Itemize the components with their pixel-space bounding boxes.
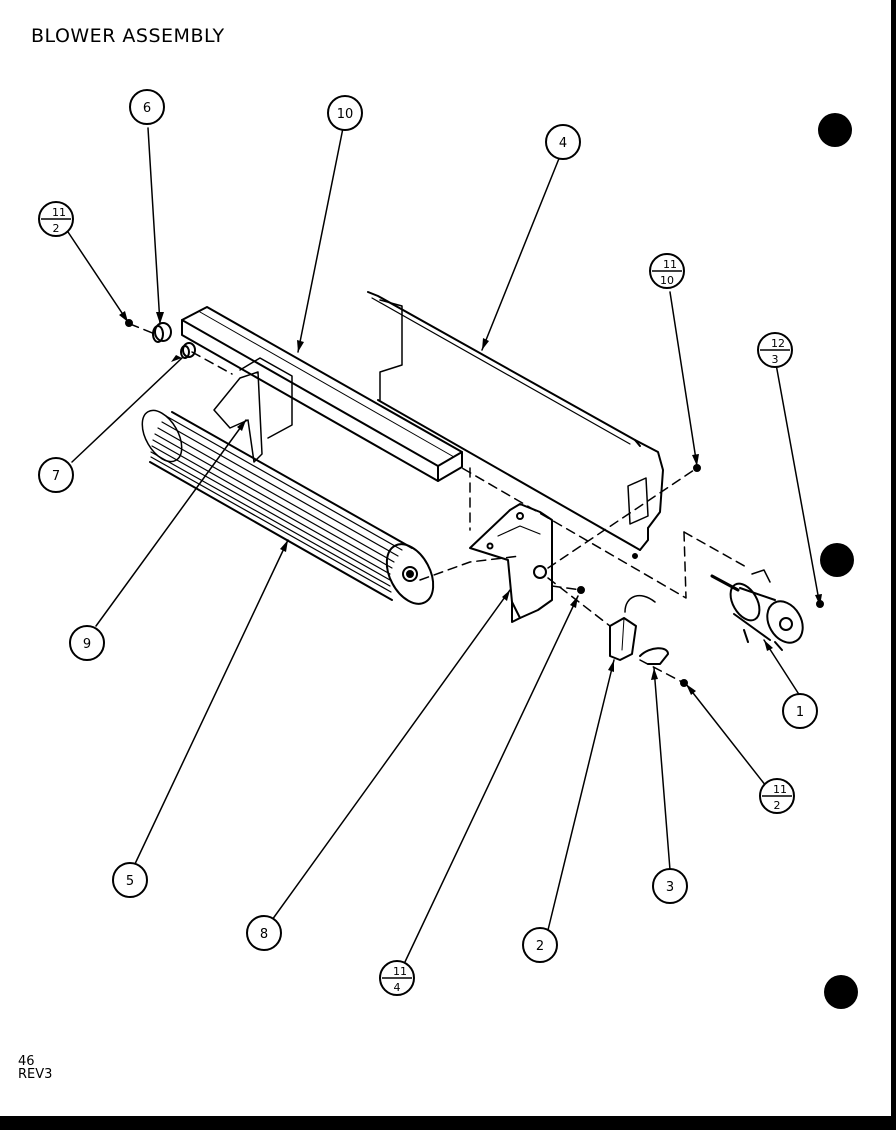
wheel-side-bracket	[213, 371, 263, 463]
callout-5: 5	[112, 862, 148, 898]
punch-hole-top	[818, 113, 852, 147]
callout-6: 6	[129, 89, 165, 125]
punch-hole-bottom	[824, 975, 858, 1009]
leader-lines	[67, 127, 821, 965]
split-bottom-number: 2	[774, 799, 781, 812]
split-bottom-number: 4	[394, 981, 401, 994]
callout-2: 2	[522, 927, 558, 963]
capacitor	[609, 594, 656, 661]
split-callout: 114	[379, 960, 415, 996]
callout-number: 6	[143, 101, 151, 116]
capacitor-strap	[639, 647, 669, 665]
callout-number: 5	[126, 874, 134, 889]
callout-number: 4	[559, 136, 567, 151]
callout-number: 9	[83, 637, 91, 652]
alignment-lines	[129, 323, 749, 684]
split-bottom-number: 3	[772, 353, 779, 366]
callout-circle	[246, 915, 282, 951]
split-top-number: 12	[771, 337, 785, 350]
split-top-number: 11	[393, 965, 407, 978]
callout-circle	[112, 862, 148, 898]
callout-circle	[545, 124, 581, 160]
callout-circle	[327, 95, 363, 131]
scan-edge-right	[891, 0, 896, 1130]
leader-arrowheads	[119, 311, 822, 695]
callout-9: 9	[69, 625, 105, 661]
callout-circle	[522, 927, 558, 963]
blower-motor	[710, 569, 804, 651]
page-footer: 46 REV3	[18, 1055, 52, 1081]
callout-circle	[652, 868, 688, 904]
scan-edge-bottom	[0, 1116, 896, 1130]
callout-10: 10	[327, 95, 363, 131]
callout-3: 3	[652, 868, 688, 904]
callout-circle	[38, 457, 74, 493]
callout-8: 8	[246, 915, 282, 951]
callout-1: 1	[782, 693, 818, 729]
blower-wheel	[141, 409, 435, 605]
rear-housing-panel	[367, 291, 664, 551]
fasteners	[125, 319, 824, 687]
diagram-title: BLOWER ASSEMBLY	[31, 25, 225, 47]
split-callout: 123	[757, 332, 793, 368]
split-top-number: 11	[663, 258, 677, 271]
callout-7: 7	[38, 457, 74, 493]
split-top-number: 11	[52, 206, 66, 219]
callout-number: 1	[796, 705, 804, 720]
callout-number: 7	[52, 469, 60, 484]
revision-label: REV3	[18, 1067, 53, 1082]
callout-number: 10	[337, 107, 354, 122]
blower-housing-top	[181, 306, 463, 482]
split-top-number: 11	[773, 783, 787, 796]
callout-number: 8	[260, 927, 268, 942]
split-callout: 112	[759, 778, 795, 814]
bearing-assembly	[152, 322, 196, 359]
page-number: 46	[18, 1054, 35, 1069]
split-bottom-number: 10	[660, 274, 674, 287]
motor-mount-bracket	[469, 503, 553, 623]
callout-number: 2	[536, 939, 544, 954]
callout-4: 4	[545, 124, 581, 160]
split-bottom-number: 2	[53, 222, 60, 235]
punch-hole-middle	[820, 543, 854, 577]
callout-circle	[782, 693, 818, 729]
callout-number: 3	[666, 880, 674, 895]
split-callout: 112	[38, 201, 74, 237]
callout-circle	[129, 89, 165, 125]
callout-circle	[69, 625, 105, 661]
